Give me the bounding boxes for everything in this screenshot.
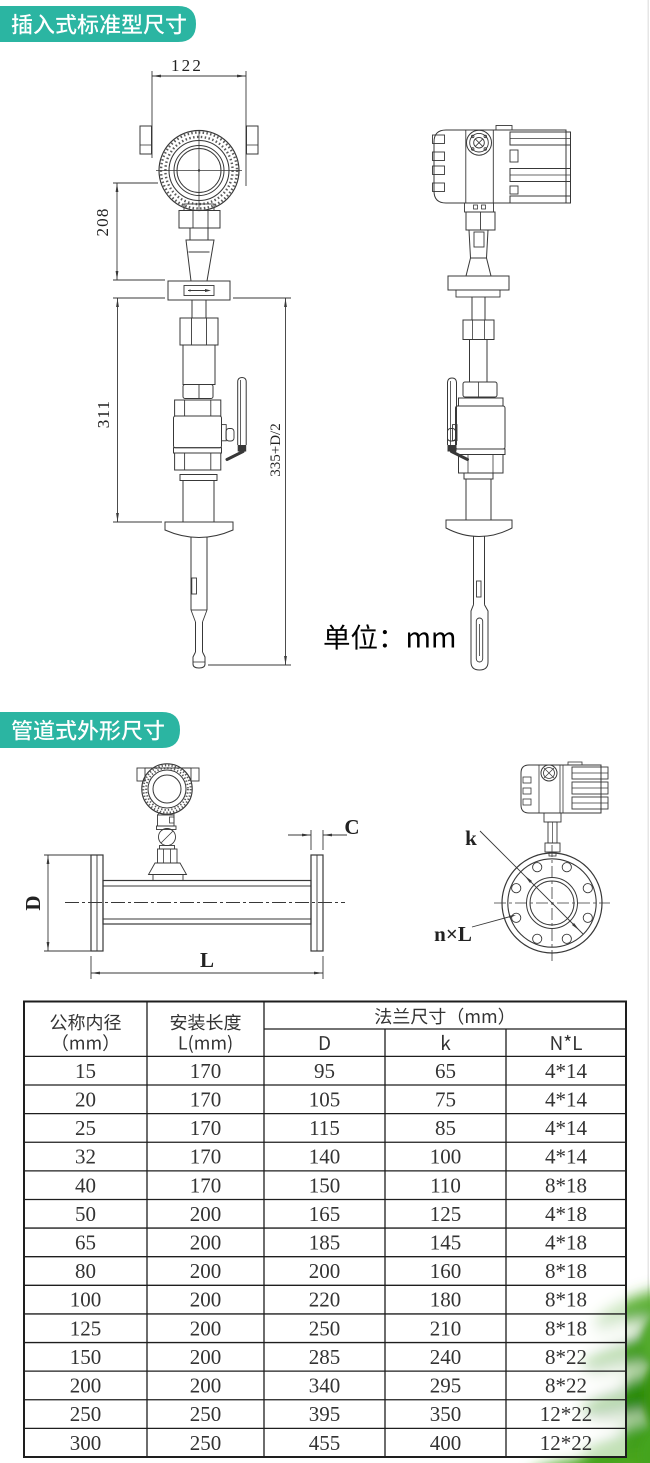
svg-text:50: 50 xyxy=(75,1202,96,1226)
svg-text:C: C xyxy=(344,815,359,839)
svg-text:250: 250 xyxy=(190,1431,222,1455)
svg-text:250: 250 xyxy=(309,1316,341,1340)
svg-text:65: 65 xyxy=(75,1231,96,1255)
svg-text:105: 105 xyxy=(309,1087,341,1111)
svg-text:170: 170 xyxy=(190,1116,222,1140)
svg-text:8*18: 8*18 xyxy=(545,1173,587,1197)
svg-text:145: 145 xyxy=(430,1231,462,1255)
svg-text:335+D/2: 335+D/2 xyxy=(268,423,284,476)
svg-text:170: 170 xyxy=(190,1087,222,1111)
svg-text:122: 122 xyxy=(171,56,203,75)
svg-text:D: D xyxy=(21,895,45,910)
svg-text:4*18: 4*18 xyxy=(545,1202,587,1226)
svg-text:165: 165 xyxy=(309,1202,341,1226)
svg-text:25: 25 xyxy=(75,1116,96,1140)
svg-text:L: L xyxy=(200,948,214,972)
svg-text:200: 200 xyxy=(190,1259,222,1283)
svg-text:200: 200 xyxy=(70,1374,102,1398)
svg-text:75: 75 xyxy=(435,1087,456,1111)
svg-text:4*14: 4*14 xyxy=(545,1145,588,1169)
svg-text:85: 85 xyxy=(435,1116,456,1140)
svg-text:395: 395 xyxy=(309,1402,341,1426)
svg-text:65: 65 xyxy=(435,1059,456,1083)
svg-text:150: 150 xyxy=(70,1345,102,1369)
svg-text:8*18: 8*18 xyxy=(545,1288,587,1312)
svg-text:300: 300 xyxy=(70,1431,102,1455)
svg-text:400: 400 xyxy=(430,1431,462,1455)
svg-text:311: 311 xyxy=(94,400,113,428)
svg-text:220: 220 xyxy=(309,1288,341,1312)
svg-text:140: 140 xyxy=(309,1145,341,1169)
svg-text:125: 125 xyxy=(430,1202,462,1226)
svg-text:200: 200 xyxy=(190,1374,222,1398)
svg-text:285: 285 xyxy=(309,1345,341,1369)
svg-text:k: k xyxy=(465,826,477,850)
svg-text:200: 200 xyxy=(309,1259,341,1283)
svg-text:100: 100 xyxy=(430,1145,462,1169)
svg-text:250: 250 xyxy=(190,1402,222,1426)
svg-text:240: 240 xyxy=(430,1345,462,1369)
svg-text:185: 185 xyxy=(309,1231,341,1255)
svg-text:12*22: 12*22 xyxy=(540,1431,593,1455)
svg-text:8*18: 8*18 xyxy=(545,1259,587,1283)
svg-text:15: 15 xyxy=(75,1059,96,1083)
svg-text:8*18: 8*18 xyxy=(545,1316,587,1340)
svg-text:115: 115 xyxy=(309,1116,340,1140)
svg-text:170: 170 xyxy=(190,1173,222,1197)
svg-text:350: 350 xyxy=(430,1402,462,1426)
svg-text:455: 455 xyxy=(309,1431,341,1455)
svg-text:208: 208 xyxy=(93,207,112,236)
svg-text:295: 295 xyxy=(430,1374,462,1398)
svg-text:170: 170 xyxy=(190,1145,222,1169)
svg-text:210: 210 xyxy=(430,1316,462,1340)
svg-text:12*22: 12*22 xyxy=(540,1402,593,1426)
svg-text:80: 80 xyxy=(75,1259,96,1283)
svg-text:180: 180 xyxy=(430,1288,462,1312)
svg-text:n×L: n×L xyxy=(434,922,472,946)
svg-text:250: 250 xyxy=(70,1402,102,1426)
svg-text:4*14: 4*14 xyxy=(545,1087,588,1111)
svg-text:110: 110 xyxy=(430,1173,461,1197)
svg-text:170: 170 xyxy=(190,1059,222,1083)
svg-text:200: 200 xyxy=(190,1231,222,1255)
svg-text:95: 95 xyxy=(314,1059,335,1083)
svg-text:4*14: 4*14 xyxy=(545,1059,588,1083)
svg-text:4*14: 4*14 xyxy=(545,1116,588,1140)
svg-text:32: 32 xyxy=(75,1145,96,1169)
svg-text:200: 200 xyxy=(190,1202,222,1226)
svg-text:340: 340 xyxy=(309,1374,341,1398)
svg-text:8*22: 8*22 xyxy=(545,1345,587,1369)
svg-text:150: 150 xyxy=(309,1173,341,1197)
svg-text:40: 40 xyxy=(75,1173,96,1197)
svg-text:8*22: 8*22 xyxy=(545,1374,587,1398)
svg-text:200: 200 xyxy=(190,1345,222,1369)
svg-text:20: 20 xyxy=(75,1087,96,1111)
svg-text:125: 125 xyxy=(70,1316,102,1340)
svg-text:100: 100 xyxy=(70,1288,102,1312)
svg-text:4*18: 4*18 xyxy=(545,1231,587,1255)
svg-text:160: 160 xyxy=(430,1259,462,1283)
svg-text:200: 200 xyxy=(190,1288,222,1312)
svg-text:200: 200 xyxy=(190,1316,222,1340)
